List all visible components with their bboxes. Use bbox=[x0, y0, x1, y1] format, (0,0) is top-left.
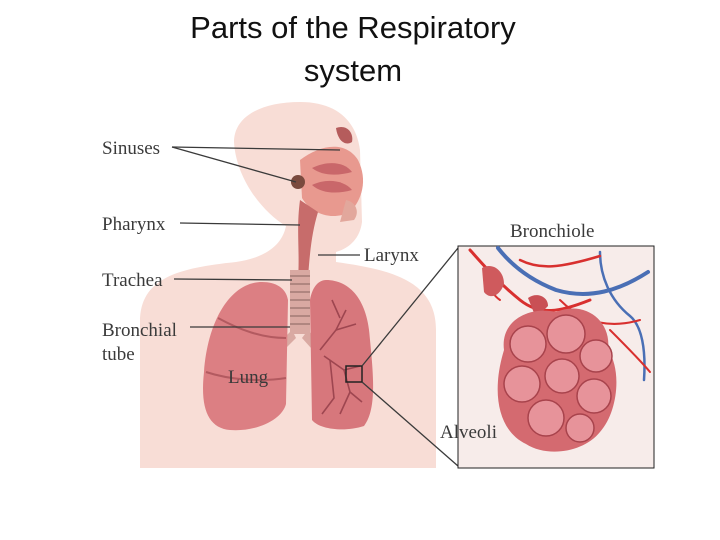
title-line-1: Parts of the Respiratory bbox=[190, 10, 516, 45]
nasal-cavity bbox=[291, 126, 364, 222]
lung-left bbox=[203, 282, 288, 431]
lung-right bbox=[310, 280, 374, 430]
sinus-spot bbox=[291, 175, 305, 189]
trachea-tube bbox=[290, 270, 310, 334]
label-bronchiole: Bronchiole bbox=[510, 221, 594, 242]
label-bronchial-line-1: Bronchial bbox=[102, 320, 177, 341]
leader-lines bbox=[171, 146, 459, 467]
alveoli-zoom-box bbox=[345, 365, 363, 383]
label-sinuses: Sinuses bbox=[102, 138, 160, 159]
title-line-2: system bbox=[303, 53, 403, 88]
body-silhouette bbox=[140, 102, 436, 468]
label-trachea: Trachea bbox=[102, 270, 163, 291]
label-bronchial-line-2: tube bbox=[102, 344, 135, 365]
label-alveoli: Alveoli bbox=[440, 422, 497, 443]
slide-title: Parts of the Respiratory system bbox=[0, 6, 706, 92]
label-larynx: Larynx bbox=[364, 245, 419, 266]
alveoli-inset bbox=[457, 245, 655, 469]
label-pharynx: Pharynx bbox=[102, 214, 166, 235]
label-lung: Lung bbox=[228, 367, 269, 388]
diagram-labels: Sinuses Pharynx Trachea Bronchial tube L… bbox=[102, 138, 594, 443]
alveoli-cluster bbox=[497, 308, 617, 452]
